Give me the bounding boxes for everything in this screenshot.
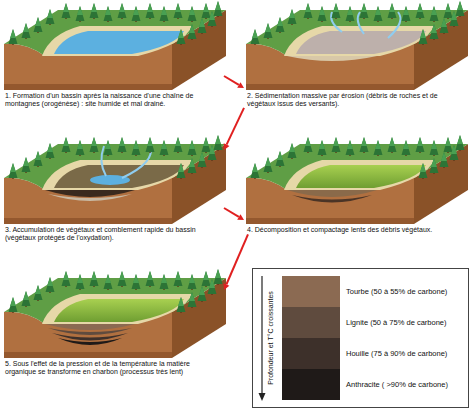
legend-frame (253, 269, 469, 408)
block-panel (4, 1, 226, 90)
step-arrow (224, 76, 244, 88)
depth-arrow (261, 276, 262, 394)
legend-text: Tourbe (50 à 55% de carbone) (346, 287, 447, 296)
stage-caption: 4. Décomposition et compactage lents des… (244, 226, 470, 234)
stage-caption: 5. Sous l'effet de la pression et de la … (2, 360, 224, 377)
stage-panel: 5. Sous l'effet de la pression et de la … (2, 272, 224, 377)
stage-panel: 3. Accumulation de végétaux et comblemen… (2, 138, 224, 243)
block-panel (246, 1, 468, 90)
stage-panel: 1. Formation d'un bassin après la naissa… (2, 4, 224, 109)
arrowhead (237, 214, 244, 220)
step-arrow (224, 108, 244, 150)
depth-arrowhead (259, 393, 266, 401)
arrowhead (223, 283, 229, 290)
legend-text: Anthracite ( >90% de carbone) (346, 380, 448, 389)
block-panel (4, 269, 226, 358)
block-panel (246, 135, 468, 224)
legend-swatch (282, 276, 340, 307)
legend-text: Houille (75 à 90% de carbone) (346, 349, 447, 358)
legend-text: Lignite (50 à 75% de carbone) (346, 318, 447, 327)
stage-panel: 4. Décomposition et compactage lents des… (244, 138, 470, 234)
stage-panel: 2. Sédimentation massive par érosion (dé… (244, 4, 470, 109)
legend-swatch (282, 369, 340, 400)
legend-swatch (282, 338, 340, 369)
arrowhead (237, 82, 244, 88)
arrow-line (224, 208, 239, 217)
step-arrow (224, 208, 244, 220)
legend-swatch (282, 307, 340, 338)
step-arrow (223, 234, 248, 290)
block-panel (4, 135, 226, 224)
arrow-line (224, 76, 239, 85)
axis-label: Profondeur et T°C croissantes (267, 291, 275, 385)
arrowhead (224, 143, 230, 150)
stage-caption: 1. Formation d'un bassin après la naissa… (2, 92, 224, 109)
arrow-line (226, 234, 248, 284)
stage-caption: 2. Sédimentation massive par érosion (dé… (244, 92, 470, 109)
arrow-line (227, 108, 244, 145)
stage-caption: 3. Accumulation de végétaux et comblemen… (2, 226, 224, 243)
